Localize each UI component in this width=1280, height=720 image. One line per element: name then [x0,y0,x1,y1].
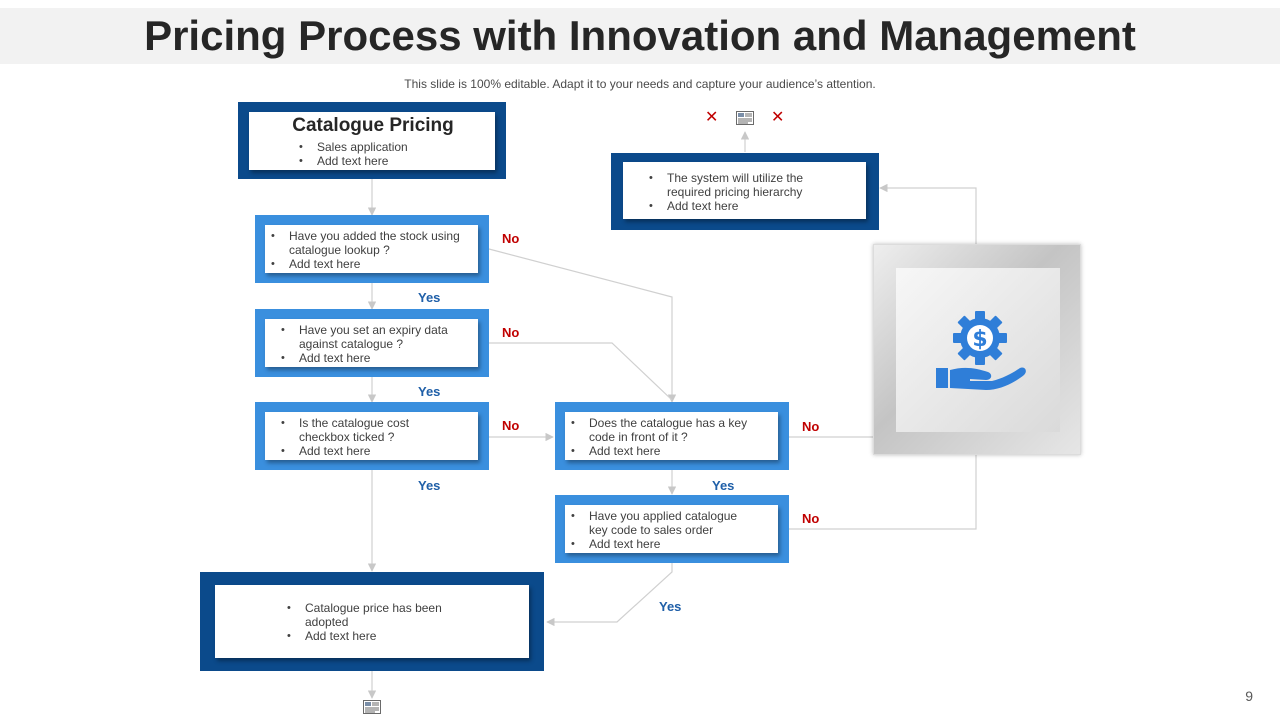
bullet-item: Add text here [565,537,758,551]
document-icon [363,700,381,714]
yes-label: Yes [418,384,441,399]
connector-panel-to-system [879,183,977,244]
no-label: No [502,231,520,246]
title-bar [0,8,1280,64]
bullet-item: Add text here [643,199,816,213]
yes-label: Yes [418,478,441,493]
svg-text:$: $ [972,327,987,352]
no-label: No [802,419,820,434]
bullet-item: Add text here [265,257,470,271]
dollar-gear-hand-icon: $ [936,311,1026,390]
bullet-item: Have you applied catalogue key code to s… [565,509,758,537]
document-icon [736,111,754,125]
connector-applied-no [789,455,977,530]
no-label: No [502,325,520,340]
icon-panel-inner: $ [896,268,1060,432]
key-code-check-box: Does the catalogue has a key code in fro… [555,402,789,470]
bullet-item: Have you added the stock using catalogue… [265,229,470,257]
stock-check-box: Have you added the stock using catalogue… [255,215,489,283]
yes-label: Yes [712,478,735,493]
connector-applied-yes [546,563,673,627]
icon-panel: $ [873,244,1081,455]
bullet-item: Add text here [565,444,774,458]
cost-check-box: Is the catalogue cost checkbox ticked ? … [255,402,489,470]
close-icon: ✕ [705,109,719,126]
close-icon: ✕ [771,109,785,126]
bullet-item: Does the catalogue has a key code in fro… [565,416,774,444]
page-subtitle: This slide is 100% editable. Adapt it to… [404,77,876,91]
bullet-item: Add text here [275,444,438,458]
bullet-item: Have you set an expiry data against cata… [275,323,448,351]
yes-label: Yes [418,290,441,305]
bullet-item: Is the catalogue cost checkbox ticked ? [275,416,438,444]
bullet-item: Add text here [293,154,487,168]
connector-stock-no [488,248,677,403]
catalogue-pricing-heading: Catalogue Pricing [292,115,454,136]
bullet-item: The system will utilize the required pri… [643,171,816,199]
price-adopted-box: Catalogue price has been adopted Add tex… [200,572,544,671]
system-hierarchy-box: The system will utilize the required pri… [611,153,879,230]
catalogue-pricing-box: Catalogue Pricing Sales application Add … [238,102,506,179]
bullet-item: Add text here [275,351,448,365]
key-code-applied-box: Have you applied catalogue key code to s… [555,495,789,563]
bullet-item: Add text here [281,629,449,643]
expiry-check-box: Have you set an expiry data against cata… [255,309,489,377]
bullet-item: Sales application [293,140,487,154]
page-title: Pricing Process with Innovation and Mana… [144,12,1136,59]
page-number: 9 [1245,688,1253,704]
yes-label: Yes [659,599,682,614]
bullet-item: Catalogue price has been adopted [281,601,449,629]
no-label: No [802,511,820,526]
no-label: No [502,418,520,433]
connector-expiry-no [489,342,673,401]
